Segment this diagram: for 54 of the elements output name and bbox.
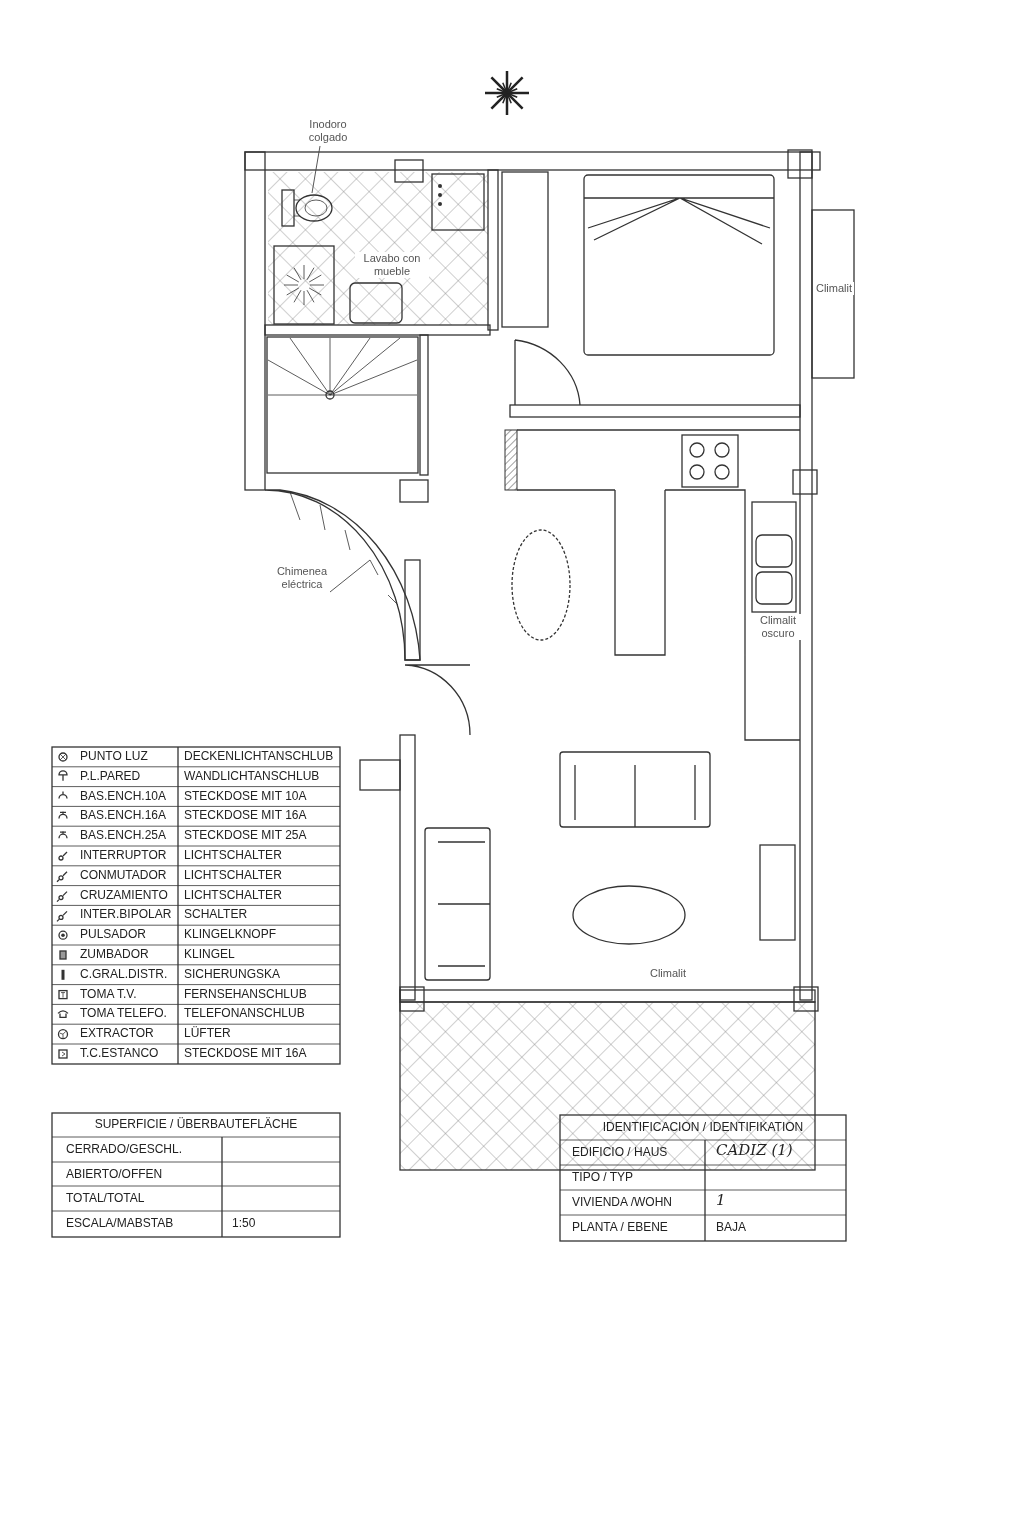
- fixture-label: Lavabo con mueble: [355, 252, 429, 278]
- legend-term: CRUZAMIENTO: [80, 887, 168, 902]
- leader-line: [311, 145, 321, 194]
- table-heading: IDENTIFICACION / IDENTIFIKATION: [601, 1120, 805, 1134]
- field-value: CADIZ (1): [716, 1143, 793, 1157]
- legend-term: INTER.BIPOLAR: [80, 907, 172, 922]
- legend-term: CONMUTADOR: [80, 867, 167, 882]
- legend-description: FERNSEHANSCHLUB: [184, 986, 307, 1001]
- legend-term: EXTRACTOR: [80, 1026, 154, 1041]
- legend-description: STECKDOSE MIT 16A: [184, 808, 307, 823]
- fixture-label: Chimenea eléctrica: [266, 565, 338, 591]
- field-value: 1:50: [232, 1216, 256, 1230]
- legend-description: DECKENLICHTANSCHLUB: [184, 749, 334, 763]
- legend-term: INTERRUPTOR: [80, 848, 167, 862]
- legend-term: ZUMBADOR: [80, 947, 149, 961]
- legend-description: KLINGELKNOPF: [184, 927, 277, 942]
- legend-description: KLINGEL: [184, 947, 235, 961]
- field-label: TIPO / TYP: [572, 1170, 634, 1184]
- legend-term: BAS.ENCH.10A: [80, 788, 167, 803]
- toilet-drawing: [281, 189, 333, 227]
- fireplace-drawing: [264, 489, 421, 661]
- fixture-label: Climalit: [814, 282, 854, 295]
- field-label: CERRADO/GESCHL.: [66, 1142, 183, 1156]
- legend-description: STECKDOSE MIT 25A: [184, 828, 307, 843]
- legend-description: LÜFTER: [184, 1026, 231, 1041]
- legend-term: TOMA T.V.: [80, 986, 137, 1001]
- legend-term: C.GRAL.DISTR.: [80, 966, 168, 981]
- field-label: ESCALA/MABSTAB: [66, 1216, 174, 1230]
- legend-term: PUNTO LUZ: [80, 749, 148, 763]
- legend-description: LICHTSCHALTER: [184, 848, 282, 862]
- leader-line: [329, 559, 371, 593]
- legend-description: SICHERUNGSKA: [184, 966, 281, 981]
- table-heading: SUPERFICIE / ÜBERBAUTEFLÄCHE: [93, 1117, 299, 1131]
- field-value: 1: [716, 1193, 726, 1207]
- legend-description: STECKDOSE MIT 10A: [184, 788, 307, 803]
- legend-term: TOMA TELEFO.: [80, 1006, 167, 1021]
- legend-term: T.C.ESTANCO: [80, 1046, 159, 1060]
- legend-term: P.L.PARED: [80, 768, 141, 783]
- legend-description: LICHTSCHALTER: [184, 887, 282, 902]
- field-label: VIVIENDA /WOHN: [572, 1195, 672, 1209]
- legend-description: WANDLICHTANSCHLUB: [184, 768, 320, 783]
- field-label: ABIERTO/OFFEN: [66, 1167, 163, 1181]
- legend-description: LICHTSCHALTER: [184, 867, 282, 882]
- legend-term: PULSADOR: [80, 927, 147, 942]
- field-label: EDIFICIO / HAUS: [572, 1145, 668, 1159]
- field-value: BAJA: [716, 1220, 746, 1234]
- field-label: PLANTA / EBENE: [572, 1220, 668, 1234]
- legend-description: STECKDOSE MIT 16A: [184, 1046, 307, 1060]
- legend-term: BAS.ENCH.16A: [80, 808, 167, 823]
- legend-description: TELEFONANSCHLUB: [184, 1006, 305, 1021]
- legend-term: BAS.ENCH.25A: [80, 828, 167, 843]
- fixture-label: Inodoro colgado: [292, 118, 364, 144]
- field-label: TOTAL/TOTAL: [66, 1191, 145, 1205]
- legend-description: SCHALTER: [184, 907, 248, 922]
